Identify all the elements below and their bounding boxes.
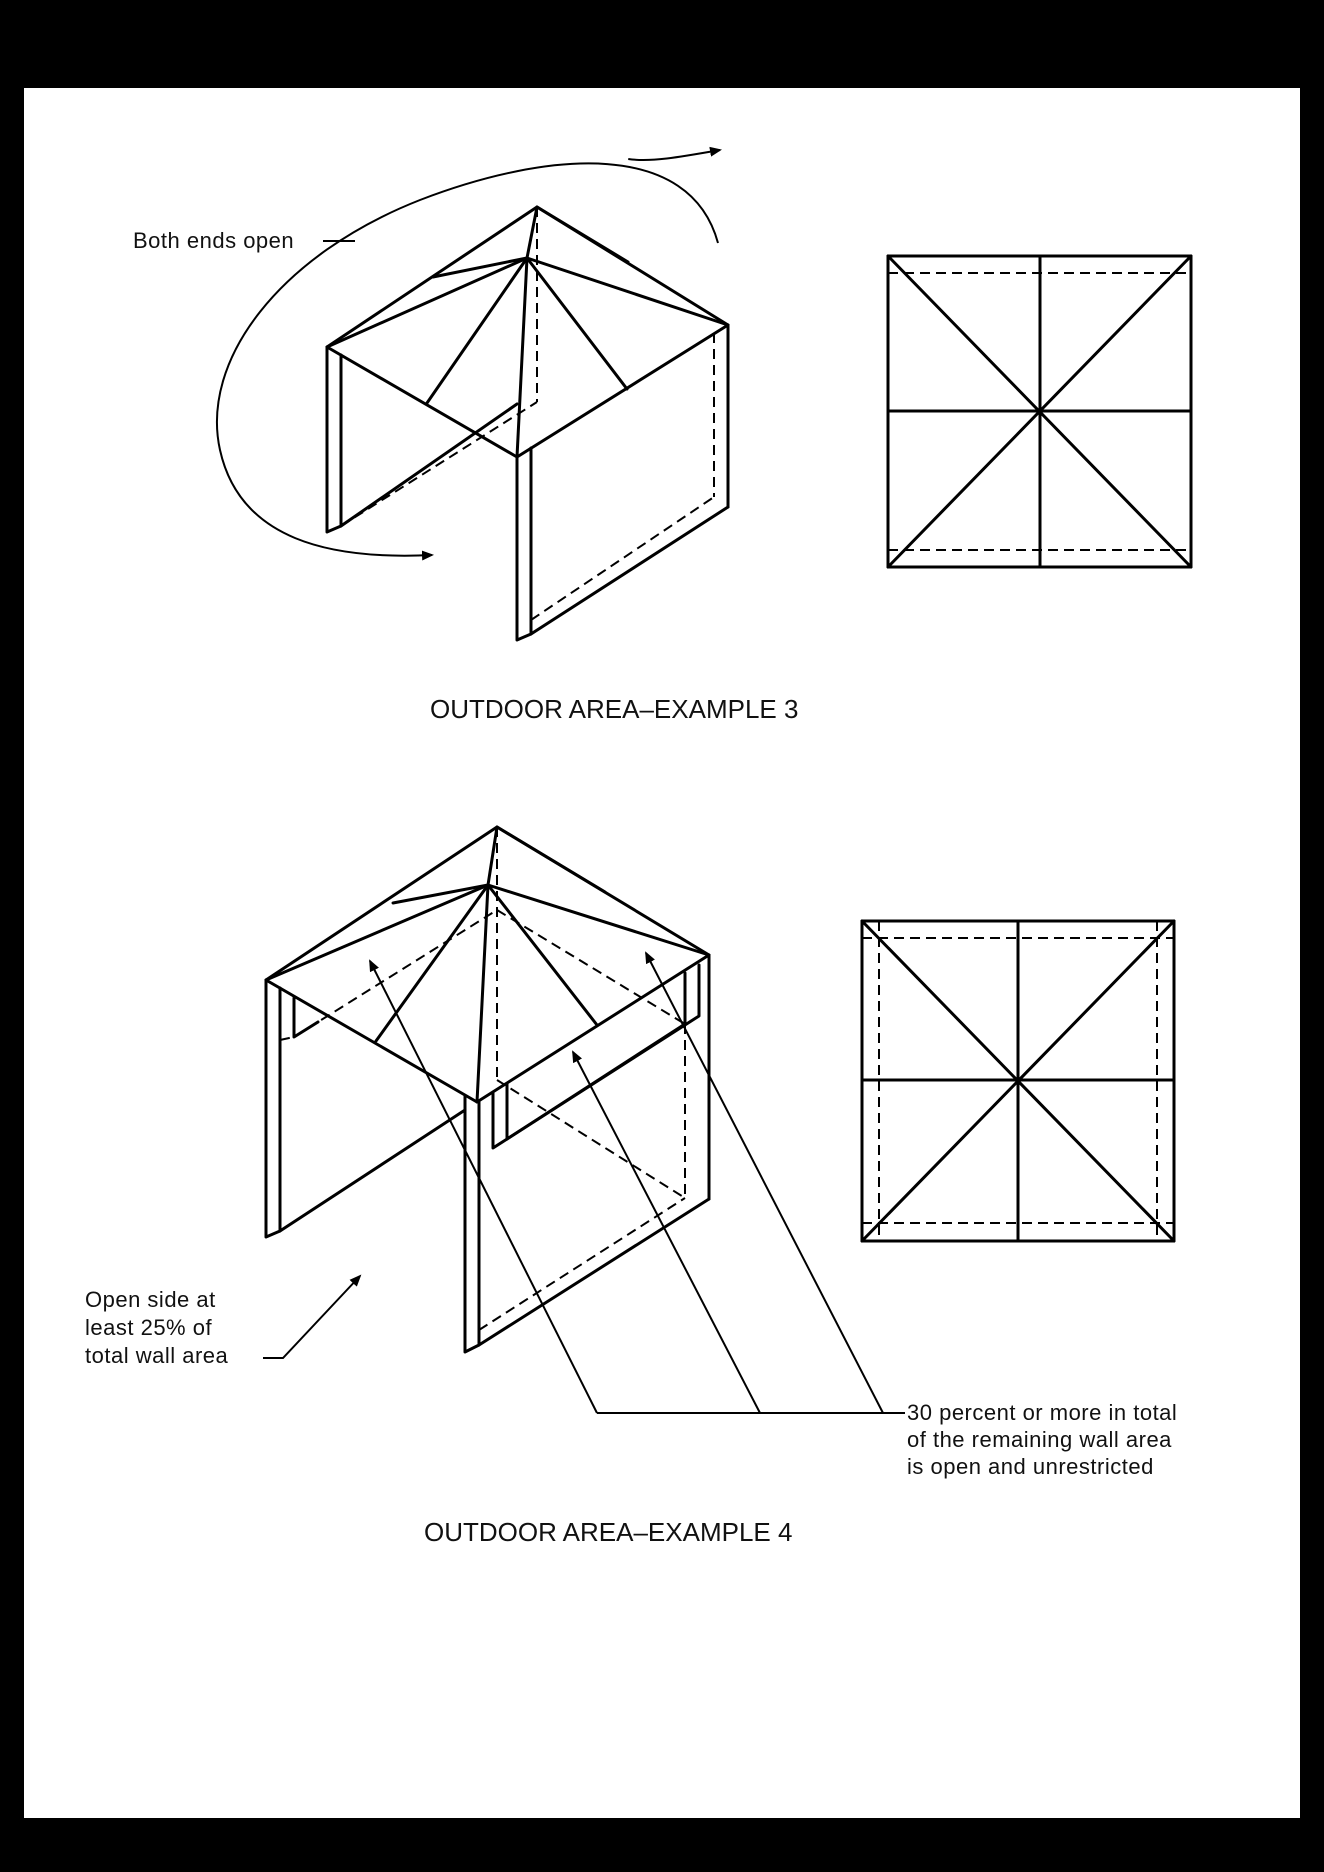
remaining-line-3: is open and unrestricted (907, 1454, 1154, 1479)
remaining-line-2: of the remaining wall area (907, 1427, 1172, 1452)
open-side-line-1: Open side at (85, 1287, 216, 1312)
example4-isometric (263, 827, 905, 1413)
right-border (1300, 0, 1324, 1872)
open-side-line-2: least 25% of (85, 1315, 212, 1340)
bottom-border (0, 1818, 1324, 1872)
example4-label-remaining: 30 percent or more in total of the remai… (907, 1400, 1184, 1479)
top-border (0, 0, 1324, 88)
example3-plan-view (888, 256, 1191, 567)
example3-isometric (217, 110, 728, 640)
left-border (0, 0, 24, 1872)
example4-caption: OUTDOOR AREA–EXAMPLE 4 (424, 1517, 792, 1547)
remaining-line-1: 30 percent or more in total (907, 1400, 1177, 1425)
example4-plan-view (862, 921, 1174, 1241)
example3-caption: OUTDOOR AREA–EXAMPLE 3 (430, 694, 798, 724)
open-side-line-3: total wall area (85, 1343, 229, 1368)
example3-label-ends: Both ends open (133, 228, 294, 253)
example4-label-open-side: Open side at least 25% of total wall are… (85, 1287, 229, 1368)
